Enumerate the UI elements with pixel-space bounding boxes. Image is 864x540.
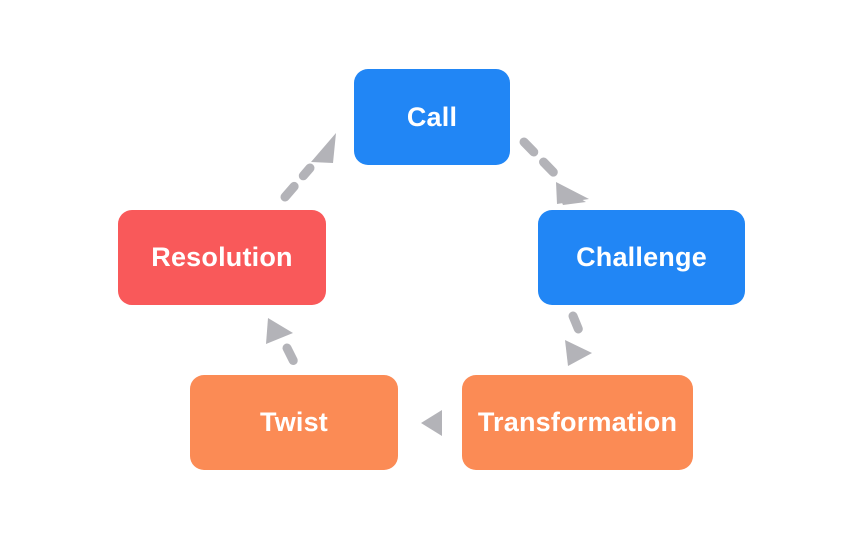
edge-challenge-to-transformation-line	[568, 311, 585, 338]
edge-call-to-challenge	[519, 137, 589, 205]
node-call[interactable]: Call	[354, 69, 510, 165]
edge-resolution-to-call-arrowhead	[311, 133, 336, 163]
node-resolution[interactable]: Resolution	[118, 210, 326, 305]
node-twist[interactable]: Twist	[190, 375, 398, 470]
edge-call-to-challenge-arrowhead-tri	[556, 182, 589, 204]
edge-transformation-to-twist-arrowhead	[421, 410, 442, 436]
edge-resolution-to-call-line	[280, 163, 315, 202]
edge-twist-to-resolution	[266, 318, 300, 369]
edge-twist-to-resolution-arrowhead	[266, 318, 293, 344]
edge-transformation-to-twist	[421, 410, 442, 436]
edge-resolution-to-call	[280, 133, 336, 202]
node-transformation[interactable]: Transformation	[462, 375, 693, 470]
node-call-label: Call	[406, 101, 458, 132]
node-transformation-label: Transformation	[477, 407, 678, 437]
node-challenge[interactable]: Challenge	[538, 210, 745, 305]
node-resolution-label: Resolution	[151, 242, 293, 272]
node-twist-label: Twist	[260, 407, 328, 437]
node-challenge-label: Challenge	[576, 242, 707, 272]
edge-call-to-challenge-line	[519, 137, 566, 185]
edge-challenge-to-transformation-arrowhead	[565, 340, 592, 366]
edge-twist-to-resolution-line	[282, 343, 300, 369]
edge-challenge-to-transformation	[565, 311, 592, 366]
